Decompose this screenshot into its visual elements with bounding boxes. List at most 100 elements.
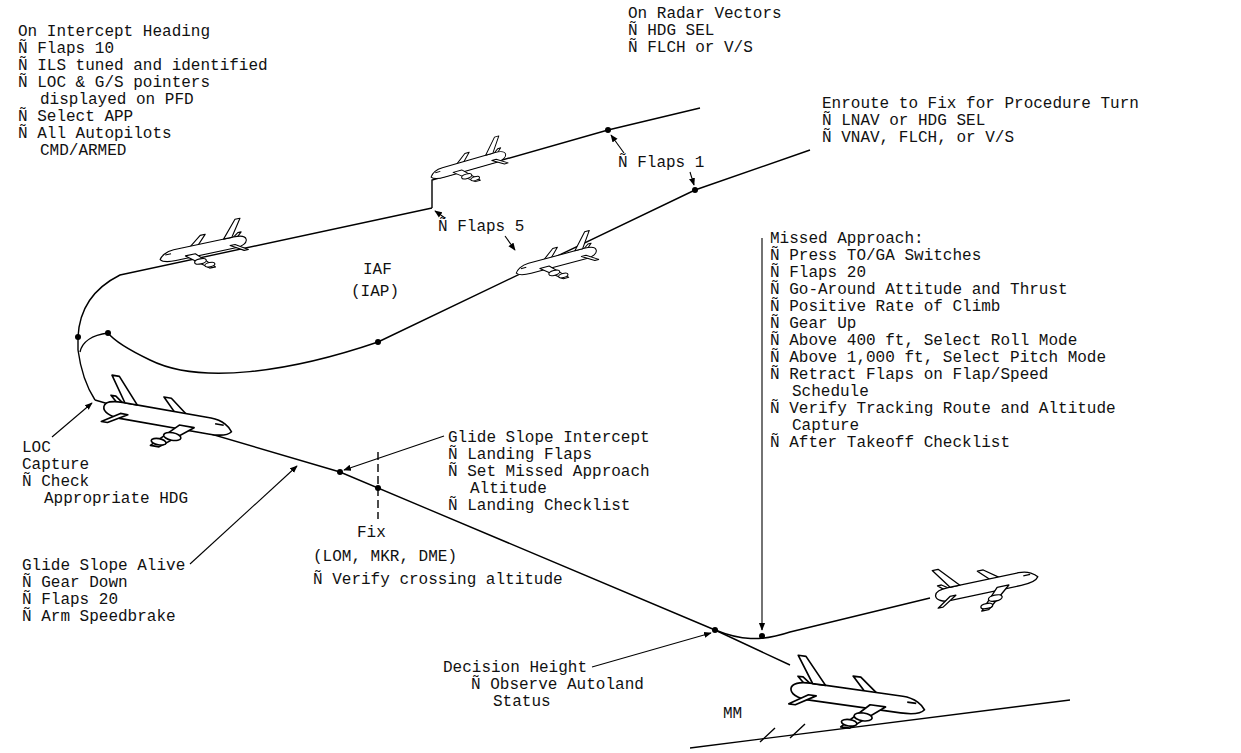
annotation-text: Ñ Above 1,000 ft, Select Pitch Mode — [770, 350, 1170, 367]
annotation-text: Ñ FLCH or V/S — [628, 40, 828, 57]
annotation-text: Ñ All Autopilots CMD/ARMED — [18, 126, 248, 160]
annotation-text: Ñ Flaps 1 — [618, 155, 738, 172]
label-slot: On Radar Vectors — [628, 6, 828, 23]
annotation-text: Ñ Landing Checklist — [448, 498, 678, 515]
glide-path — [95, 400, 790, 665]
leader-lines — [52, 135, 762, 667]
annotation-text: Ñ After Takeoff Checklist — [770, 435, 1170, 452]
label-slot: Ñ Above 400 ft, Select Roll Mode — [770, 333, 1170, 350]
label-slot: On Intercept Heading — [18, 24, 278, 41]
annotation-text: Glide Slope Intercept — [448, 430, 678, 447]
label-slot: Decision Height — [443, 660, 603, 677]
label-slot: Ñ Positive Rate of Climb — [770, 299, 1170, 316]
annotation-text: LOC Capture — [22, 440, 102, 474]
label-slot: IAF — [363, 262, 423, 279]
leader-line — [592, 633, 711, 667]
annotation-text: Ñ Landing Flaps — [448, 447, 678, 464]
annotation-text: Ñ Gear Down — [22, 575, 222, 592]
runway-threshold — [760, 724, 805, 742]
annotation-text: Ñ Go-Around Attitude and Thrust — [770, 282, 1170, 299]
leader-line — [611, 135, 624, 153]
annotation-text: Ñ Observe Autoland Status — [471, 677, 681, 711]
label-slot: (IAP) — [351, 284, 431, 301]
leader-line — [190, 466, 297, 564]
label-slot: Ñ Verify crossing altitude — [313, 572, 583, 589]
path-dot — [105, 330, 111, 336]
label-slot: (LOM, MKR, DME) — [313, 549, 513, 566]
annotation-text: Ñ Flaps 20 — [770, 265, 1170, 282]
label-slot: Ñ ILS tuned and identified — [18, 58, 308, 75]
annotation-text: Ñ Set Missed Approach Altitude — [448, 464, 678, 498]
annotation-text: Ñ Verify Tracking Route and Altitude Cap… — [770, 401, 1150, 435]
annotation-text: Ñ Gear Up — [770, 316, 1170, 333]
flight-paths — [78, 108, 1070, 748]
label-slot: Ñ After Takeoff Checklist — [770, 435, 1170, 452]
path-dot — [605, 127, 611, 133]
label-slot: Ñ Go-Around Attitude and Thrust — [770, 282, 1170, 299]
annotation-text: MM — [723, 706, 783, 723]
label-slot: Ñ LNAV or HDG SEL — [822, 113, 1182, 130]
annotation-text: IAF — [363, 262, 423, 279]
label-slot: Ñ Flaps 5 — [438, 219, 558, 236]
annotation-text: (LOM, MKR, DME) — [313, 549, 513, 566]
annotation-text: Decision Height — [443, 660, 603, 677]
annotation-text: Ñ Check Appropriate HDG — [22, 474, 197, 508]
annotation-text: Ñ HDG SEL — [628, 23, 828, 40]
label-slot: Ñ HDG SEL — [628, 23, 828, 40]
label-slot: Ñ Set Missed Approach Altitude — [448, 464, 678, 498]
label-slot: MM — [723, 706, 783, 723]
annotation-text: (IAP) — [351, 284, 431, 301]
leader-line — [505, 236, 515, 250]
annotation-text: Ñ Arm Speedbrake — [22, 609, 222, 626]
annotation-text: Ñ Flaps 5 — [438, 219, 558, 236]
annotation-text: Glide Slope Alive — [22, 558, 222, 575]
annotation-text: Ñ Press TO/GA Switches — [770, 248, 1170, 265]
annotation-text: Ñ VNAV, FLCH, or V/S — [822, 130, 1182, 147]
airplane — [510, 230, 601, 290]
annotation-text: Ñ Retract Flaps on Flap/Speed Schedule — [770, 367, 1070, 401]
airplane — [930, 549, 1042, 620]
label-slot: Ñ LOC & G/S pointers displayed on PFD — [18, 75, 248, 109]
leader-line — [690, 172, 694, 185]
label-slot: Missed Approach: — [770, 231, 1170, 248]
label-slot: Ñ Flaps 1 — [618, 155, 738, 172]
label-slot: Ñ Landing Flaps — [448, 447, 678, 464]
annotation-text: On Intercept Heading — [18, 24, 278, 41]
label-slot: Glide Slope Alive — [22, 558, 222, 575]
procedure-turn-path — [80, 333, 378, 373]
annotation-text: Ñ Select APP — [18, 109, 248, 126]
label-slot: Ñ Flaps 10 — [18, 41, 278, 58]
path-dot — [337, 469, 343, 475]
annotation-text: Missed Approach: — [770, 231, 1170, 248]
label-slot: Ñ Select APP — [18, 109, 248, 126]
path-dot — [712, 627, 718, 633]
label-slot: Ñ Gear Down — [22, 575, 222, 592]
annotation-text: Ñ Verify crossing altitude — [313, 572, 583, 589]
annotation-text: On Radar Vectors — [628, 6, 828, 23]
label-slot: Ñ Verify Tracking Route and Altitude Cap… — [770, 401, 1150, 435]
label-slot: LOC Capture — [22, 440, 102, 474]
annotation-text: Ñ Above 400 ft, Select Roll Mode — [770, 333, 1170, 350]
airplane — [99, 375, 238, 459]
path-dot — [75, 334, 81, 340]
label-slot: Glide Slope Intercept — [448, 430, 678, 447]
airplane — [155, 218, 250, 278]
label-slot: Enroute to Fix for Procedure Turn — [822, 96, 1182, 113]
label-slot: Ñ FLCH or V/S — [628, 40, 828, 57]
airplane — [787, 655, 930, 738]
annotation-text: Ñ ILS tuned and identified — [18, 58, 308, 75]
annotation-text: Fix — [357, 525, 417, 542]
label-slot: Ñ Flaps 20 — [770, 265, 1170, 282]
label-slot: Ñ Arm Speedbrake — [22, 609, 222, 626]
label-slot: Ñ Flaps 20 — [22, 592, 222, 609]
label-slot: Ñ Retract Flaps on Flap/Speed Schedule — [770, 367, 1070, 401]
annotation-text: Ñ Flaps 20 — [22, 592, 222, 609]
path-dot — [375, 339, 381, 345]
leader-line — [344, 436, 444, 470]
label-slot: Ñ Gear Up — [770, 316, 1170, 333]
intercept-path — [78, 208, 432, 400]
path-dot — [375, 485, 381, 491]
annotation-text: Ñ Positive Rate of Climb — [770, 299, 1170, 316]
label-slot: Fix — [357, 525, 417, 542]
